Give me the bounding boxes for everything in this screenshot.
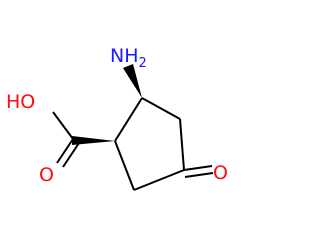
bond-c4-c5 [133, 169, 185, 191]
amine-label-main: NH [110, 45, 139, 67]
carboxyl-oxygen-label: O [39, 164, 54, 186]
structure-canvas: NH2 HO O O [6, 45, 228, 191]
double-bond-c4-o-b [184, 172, 214, 178]
bond-ccooh-oh [52, 111, 74, 140]
molecule-structure: NH2 HO O O [6, 45, 228, 191]
wedge-bond-c2-n [123, 64, 142, 98]
amine-label: NH2 [110, 45, 147, 71]
wedge-bond-c1-ccooh [72, 136, 115, 145]
double-bond-c4-o-a [183, 165, 213, 171]
bond-c1-c2 [114, 97, 143, 142]
double-bond-ccooh-o-b [62, 142, 80, 168]
hydroxyl-label: HO [6, 91, 35, 113]
ketone-oxygen-label: O [213, 162, 228, 184]
bond-c2-c3 [141, 97, 181, 120]
bond-c3-c4 [179, 118, 185, 171]
amine-label-subscript: 2 [139, 56, 147, 71]
bond-c5-c1 [114, 140, 135, 191]
double-bond-ccooh-o-a [56, 138, 74, 164]
